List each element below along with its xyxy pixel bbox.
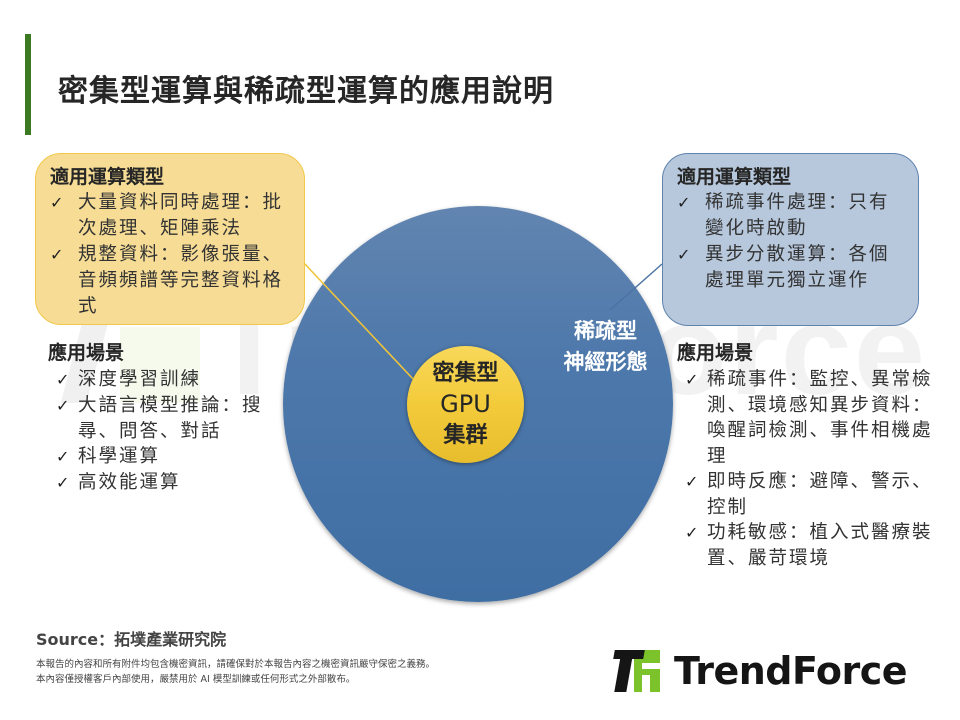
list-item: ✓ 稀疏事件處理：只有變化時啟動 (677, 190, 904, 242)
sparse-scenarios: 應用場景 ✓ 稀疏事件：監控、異常檢測、環境感知異步資料：喚醒詞檢測、事件相機處… (677, 340, 952, 571)
list-item: ✓ 大量資料同時處理：批次處理、矩陣乘法 (50, 190, 290, 242)
trendforce-logo: TrendForce (612, 646, 908, 696)
list-item-text: 科學運算 (78, 446, 161, 467)
disclaimer-line-1: 本報告的內容和所有附件均包含機密資訊，請確保對於本報告內容之機密資訊嚴守保密之義… (36, 659, 436, 670)
dense-label-line-2: GPU (440, 390, 491, 418)
disclaimer-line-2: 本內容僅授權客戶內部使用，嚴禁用於 AI 模型訓練或任何形式之外部散布。 (36, 674, 356, 685)
list-item: ✓ 科學運算 (48, 444, 288, 470)
list-item-text: 高效能運算 (78, 472, 181, 493)
logo-text: TrendForce (674, 649, 908, 693)
check-icon: ✓ (50, 193, 66, 212)
dense-label-line-1: 密集型 (432, 361, 499, 386)
list-item-text: 稀疏事件：監控、異常檢測、環境感知異步資料：喚醒詞檢測、事件相機處理 (707, 369, 933, 467)
list-item: ✓ 異步分散運算：各個處理單元獨立運作 (677, 242, 904, 294)
list-item-text: 稀疏事件處理：只有變化時啟動 (705, 192, 890, 239)
check-icon: ✓ (56, 396, 72, 415)
list-item-text: 深度學習訓練 (78, 369, 202, 390)
list-item: ✓ 高效能運算 (48, 470, 288, 496)
check-icon: ✓ (56, 447, 72, 466)
list-item: ✓ 規整資料：影像張量、音頻頻譜等完整資料格式 (50, 242, 290, 320)
check-icon: ✓ (50, 245, 66, 264)
check-icon: ✓ (56, 370, 72, 389)
dense-scenarios: 應用場景 ✓ 深度學習訓練 ✓ 大語言模型推論：搜尋、問答、對話 ✓ 科學運算 … (48, 340, 288, 496)
dense-gpu-cluster-circle: 密集型 GPU 集群 (407, 346, 524, 463)
dense-label-line-3: 集群 (443, 423, 488, 448)
check-icon: ✓ (56, 473, 72, 492)
list-item-text: 異步分散運算：各個處理單元獨立運作 (705, 244, 890, 291)
sparse-circle-label: 稀疏型 神經形態 (548, 316, 663, 378)
sparse-compute-types-box: 適用運算類型 ✓ 稀疏事件處理：只有變化時啟動 ✓ 異步分散運算：各個處理單元獨… (662, 153, 919, 326)
dense-scenarios-title: 應用場景 (48, 342, 125, 364)
list-item-text: 功耗敏感：植入式醫療裝置、嚴苛環境 (707, 522, 933, 569)
list-item: ✓ 即時反應：避障、警示、控制 (677, 469, 952, 520)
page-title: 密集型運算與稀疏型運算的應用說明 (58, 74, 554, 109)
list-item-text: 即時反應：避障、警示、控制 (707, 471, 933, 518)
check-icon: ✓ (685, 523, 701, 542)
list-item: ✓ 稀疏事件：監控、異常檢測、環境感知異步資料：喚醒詞檢測、事件相機處理 (677, 367, 952, 469)
dense-compute-types-box: 適用運算類型 ✓ 大量資料同時處理：批次處理、矩陣乘法 ✓ 規整資料：影像張量、… (35, 153, 305, 325)
check-icon: ✓ (685, 472, 701, 491)
list-item-text: 大語言模型推論：搜尋、問答、對話 (78, 395, 263, 442)
sparse-label-line-1: 稀疏型 (574, 319, 637, 343)
sparse-label-line-2: 神經形態 (563, 350, 648, 374)
check-icon: ✓ (685, 370, 701, 389)
sparse-scenarios-title: 應用場景 (677, 342, 754, 364)
list-item: ✓ 大語言模型推論：搜尋、問答、對話 (48, 393, 288, 444)
list-item: ✓ 功耗敏感：植入式醫療裝置、嚴苛環境 (677, 520, 952, 571)
list-item-text: 大量資料同時處理：批次處理、矩陣乘法 (78, 192, 284, 239)
dense-compute-title: 適用運算類型 (50, 166, 165, 188)
source-citation: Source：拓墣產業研究院 (36, 630, 227, 649)
title-accent-bar (25, 34, 31, 135)
sparse-compute-title: 適用運算類型 (677, 166, 792, 188)
disclaimer: 本報告的內容和所有附件均包含機密資訊，請確保對於本報告內容之機密資訊嚴守保密之義… (36, 657, 435, 687)
trendforce-logo-icon (612, 648, 664, 694)
check-icon: ✓ (677, 245, 693, 264)
list-item: ✓ 深度學習訓練 (48, 367, 288, 393)
list-item-text: 規整資料：影像張量、音頻頻譜等完整資料格式 (78, 244, 284, 317)
check-icon: ✓ (677, 193, 693, 212)
